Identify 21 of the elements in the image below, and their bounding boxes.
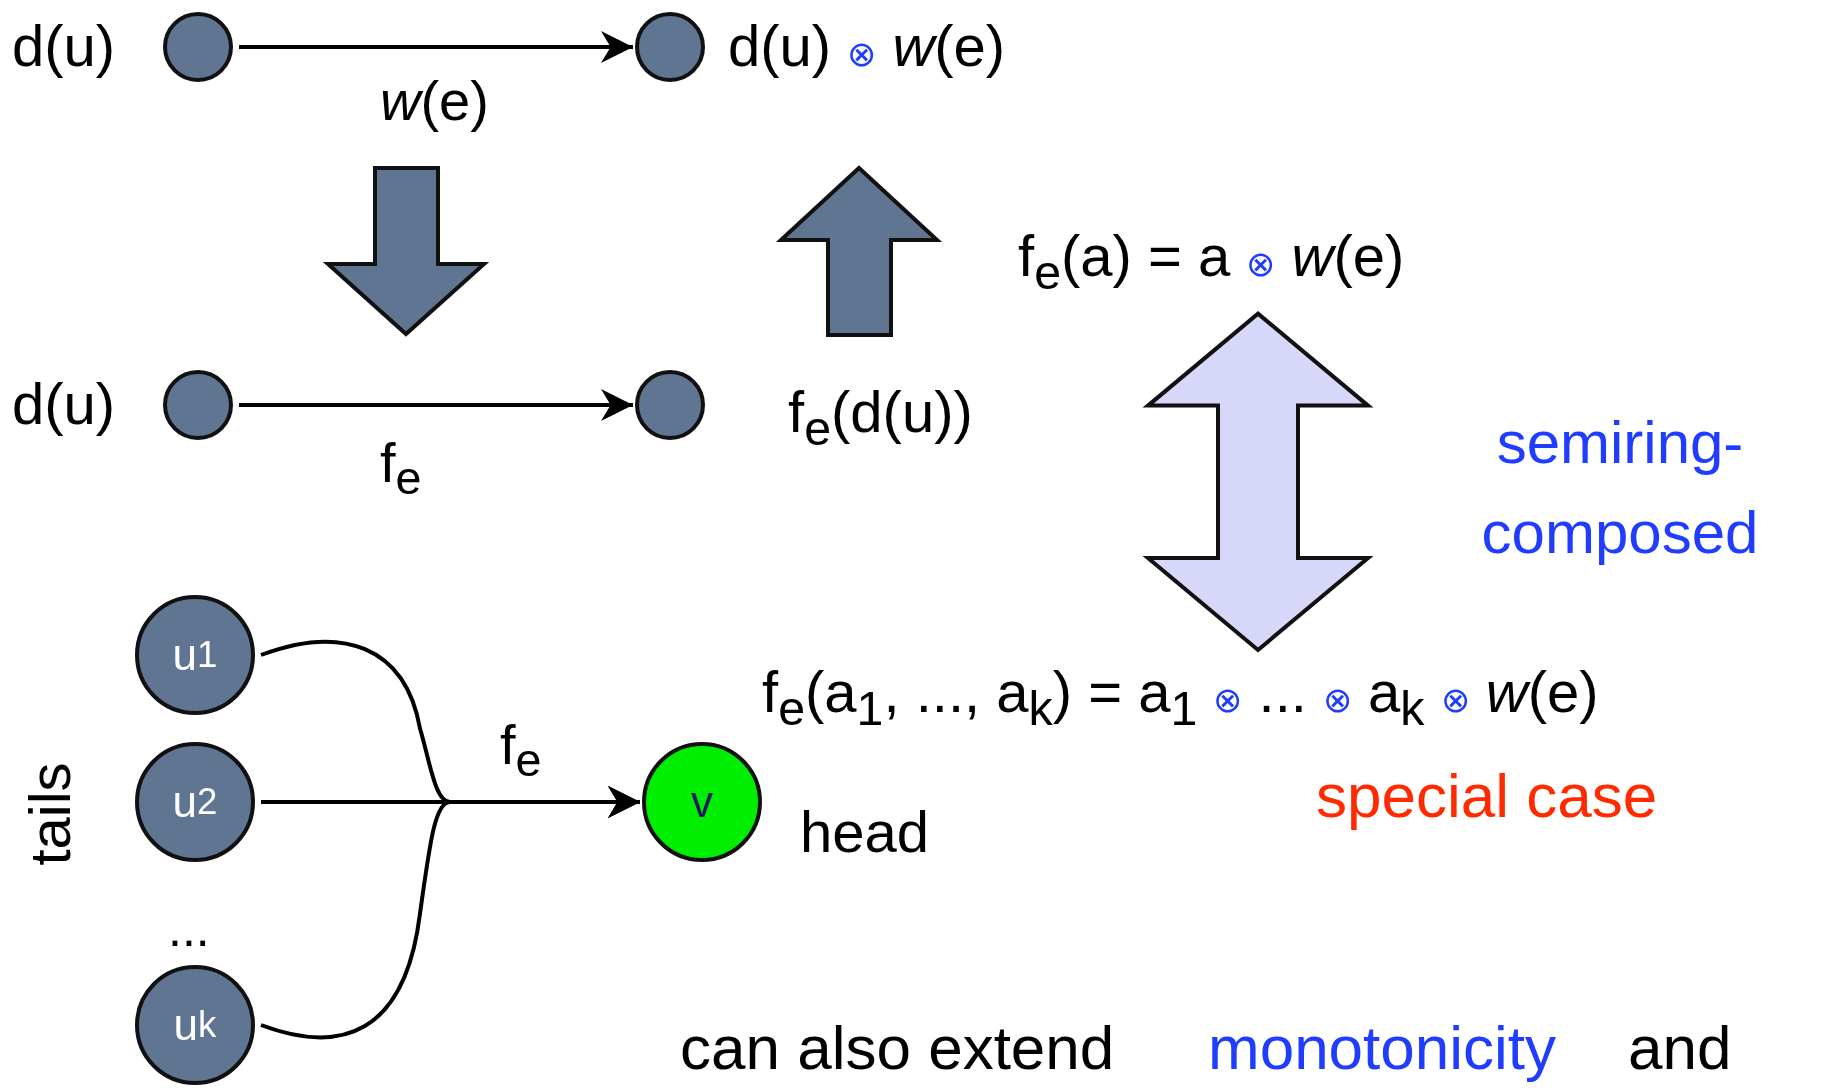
annotation-text: semiring-composed: [1480, 408, 1760, 568]
formula-text: f$_{e}$(d(u)): [788, 378, 973, 456]
note-text: monotonicity: [1208, 1012, 1557, 1083]
edge-label: f$_{e}$: [380, 430, 422, 506]
arrow: [239, 31, 633, 63]
edge-label: w(e): [380, 68, 489, 133]
node-caption: d(u) ⊗ w(e): [728, 12, 1006, 79]
note-text: can also extend: [680, 1012, 1115, 1083]
annotation-text: special case: [1316, 760, 1658, 831]
node-caption: d(u): [12, 12, 116, 79]
node-circle: v: [642, 742, 762, 862]
formula-text: f$_{e}$(a) = a ⊗ w(e): [1018, 222, 1405, 300]
node-caption: head: [800, 798, 930, 865]
axis-caption: tails: [15, 762, 83, 866]
double-arrow: [1142, 311, 1374, 653]
ellipsis-text: ...: [168, 900, 210, 958]
formula-text: f$_{e}$(a$_{1}$, ..., a$_{k}$) = a$_{1}$ ⊗ ... ⊗ a$_{k}$ ⊗ w(e): [762, 658, 1599, 736]
edge-label: f$_{e}$: [500, 712, 542, 788]
arrow: [239, 389, 633, 421]
node-caption: d(u): [12, 370, 116, 437]
note-text: and: [1628, 1012, 1732, 1083]
